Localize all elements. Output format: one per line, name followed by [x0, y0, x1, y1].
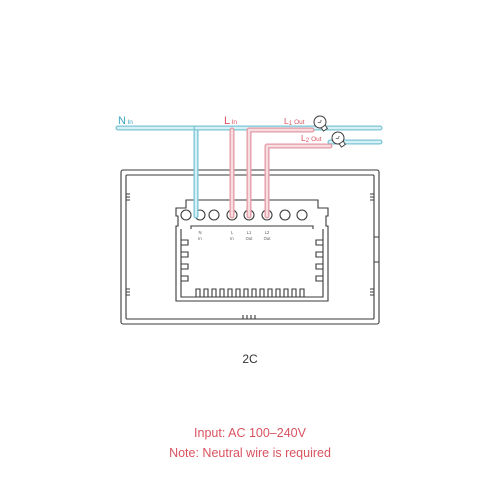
mark-l1: L1 — [247, 230, 252, 235]
clip-bottom — [242, 315, 256, 319]
fins-right — [315, 239, 323, 282]
mark-l2-sub: Out — [264, 236, 272, 241]
terminal-block-outline — [175, 199, 329, 302]
fins-left — [181, 239, 189, 282]
terminal-markings: N In L In L1 Out L2 Out — [198, 230, 271, 241]
mark-n: N — [198, 230, 201, 235]
terminal-screw-8 — [296, 209, 308, 221]
mark-l1-sub: Out — [246, 236, 254, 241]
live-wires — [229, 127, 333, 219]
clip-left-top — [126, 193, 130, 201]
clip-right-bottom — [370, 288, 374, 296]
teeth-bottom — [195, 288, 305, 297]
l2-out-wire — [264, 143, 333, 219]
clip-left-bottom — [126, 288, 130, 296]
terminal-screw-3 — [208, 209, 220, 221]
terminal-screw-7 — [279, 209, 291, 221]
bulb-l2-icon — [331, 131, 347, 148]
terminal-screw-1 — [180, 209, 192, 221]
mark-l-sub: In — [230, 236, 234, 241]
neutral-wire-note: Note: Neutral wire is required — [169, 446, 331, 460]
terminal-block — [175, 199, 329, 302]
mark-l: L — [231, 230, 234, 235]
mark-l2: L2 — [265, 230, 270, 235]
terminal-screws — [180, 209, 308, 221]
bulb-l1-icon — [313, 115, 329, 132]
notch-right — [374, 236, 379, 263]
terminal-steps — [190, 225, 314, 229]
model-label: 2C — [242, 352, 258, 366]
clip-right-top — [370, 193, 374, 201]
input-voltage-note: Input: AC 100–240V — [194, 426, 306, 440]
mark-n-sub: In — [198, 236, 202, 241]
